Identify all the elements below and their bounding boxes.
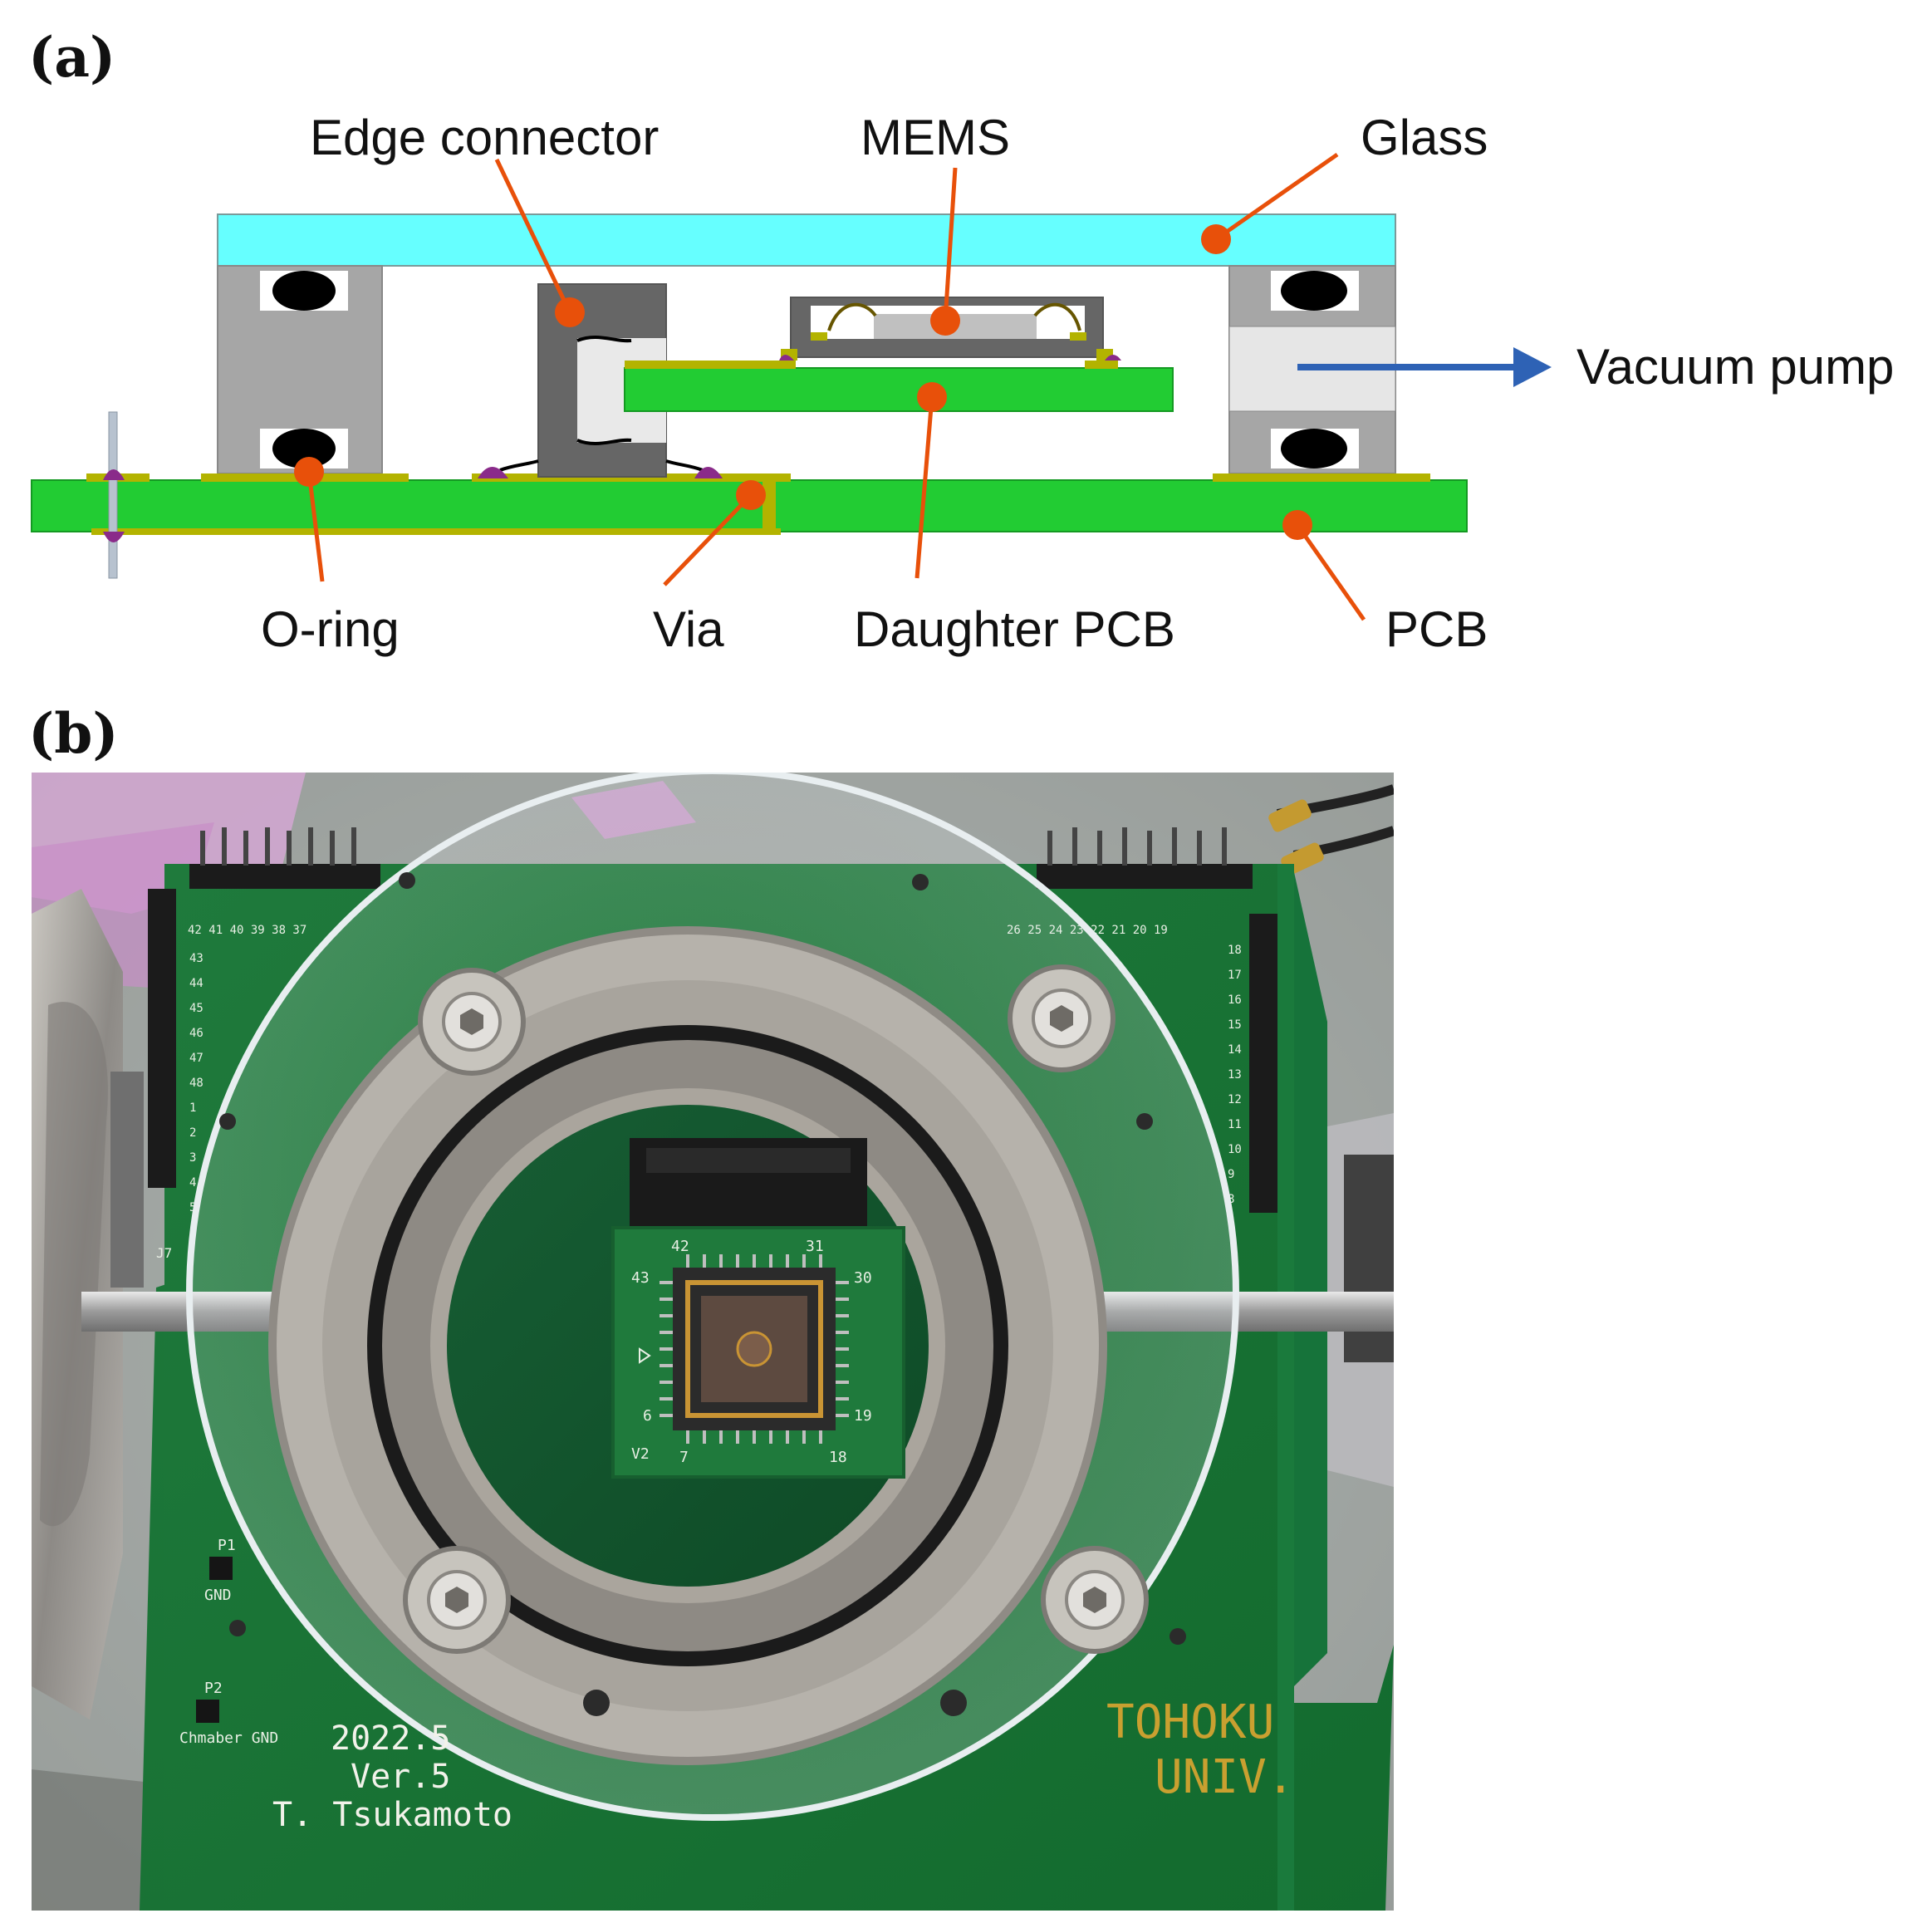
svg-text:Chmaber GND: Chmaber GND	[179, 1729, 278, 1747]
panel-b-label: (b)	[28, 701, 119, 766]
silk-university-1: TOHOKU	[1106, 1695, 1274, 1749]
svg-text:9: 9	[1228, 1168, 1234, 1181]
o-ring-bottom-right	[1281, 429, 1347, 468]
flange-holes	[219, 872, 1186, 1716]
svg-text:5: 5	[189, 1201, 196, 1214]
pin-header-top-right	[1037, 827, 1253, 889]
daughter-pcb-photo: 42 31 43 30 6 19 7 18 V2	[611, 1226, 905, 1479]
label-mems: MEMS	[861, 110, 1010, 165]
label-o-ring: O-ring	[261, 601, 400, 657]
pin-header-top-left	[189, 827, 380, 889]
svg-text:P1: P1	[218, 1537, 236, 1554]
silk-header-top-left: 42 41 40 39 38 37	[188, 924, 306, 937]
o-ring-top-left	[272, 271, 336, 311]
pin-header-right	[1249, 914, 1277, 1213]
silk-pin-43: 43	[631, 1269, 650, 1287]
photo: 42 41 40 39 38 37 26 25 24 23 22 21 20 1…	[32, 773, 1394, 1911]
vacuum-pump-arrow	[1297, 347, 1552, 387]
svg-text:GND: GND	[204, 1587, 232, 1604]
svg-text:1: 1	[189, 1101, 196, 1115]
o-ring-top-right	[1281, 271, 1347, 311]
silk-pin-31: 31	[806, 1238, 824, 1255]
silk-version: Ver.5	[351, 1758, 450, 1796]
pin-header-left	[148, 889, 176, 1188]
bolt-top-right	[1008, 964, 1116, 1072]
left-spacer	[217, 265, 383, 474]
svg-text:13: 13	[1228, 1068, 1242, 1082]
panel-a-label: (a)	[28, 25, 115, 90]
silk-pin-30: 30	[854, 1269, 872, 1287]
svg-text:2: 2	[189, 1126, 196, 1140]
silk-author: T. Tsukamoto	[272, 1796, 512, 1834]
panel-a: (a)	[28, 25, 1894, 657]
svg-text:45: 45	[189, 1002, 203, 1015]
svg-text:P2: P2	[204, 1680, 223, 1697]
leader-lines	[306, 152, 1366, 621]
silk-pin-7: 7	[679, 1449, 689, 1466]
silk-date: 2022.5	[331, 1719, 451, 1758]
silk-header-right: 18 17 16 15 14 13 12 11 10 9 8 7	[1228, 944, 1242, 1231]
svg-text:8: 8	[1228, 1193, 1234, 1206]
panel-b: (b)	[28, 701, 1394, 1911]
silk-daughter-v2: V2	[631, 1445, 650, 1463]
mems-die	[736, 1331, 772, 1367]
svg-text:16: 16	[1228, 993, 1242, 1007]
svg-text:44: 44	[189, 977, 203, 990]
svg-text:10: 10	[1228, 1143, 1242, 1156]
svg-text:48: 48	[189, 1077, 203, 1090]
via	[763, 477, 776, 535]
silk-j7: J7	[156, 1245, 172, 1261]
svg-text:12: 12	[1228, 1093, 1242, 1106]
label-vacuum-pump: Vacuum pump	[1576, 339, 1894, 395]
test-point-p1: P1 GND	[204, 1537, 236, 1604]
svg-text:11: 11	[1228, 1118, 1242, 1131]
silk-pin-18: 18	[829, 1449, 847, 1466]
svg-text:14: 14	[1228, 1043, 1242, 1057]
bolt-bottom-left	[403, 1546, 511, 1654]
o-ring-bottom-left	[272, 429, 336, 468]
bolt-bottom-right	[1041, 1546, 1149, 1654]
silk-university-2: UNIV.	[1155, 1750, 1295, 1804]
svg-text:18: 18	[1228, 944, 1242, 957]
silk-pin-6: 6	[643, 1407, 652, 1425]
bolt-top-left	[418, 968, 526, 1076]
silk-pin-42: 42	[671, 1238, 689, 1255]
glass-plate	[217, 213, 1396, 267]
svg-text:3: 3	[189, 1151, 196, 1165]
test-point-p2: P2 Chmaber GND	[179, 1680, 278, 1747]
svg-text:17: 17	[1228, 969, 1242, 982]
left-clamp	[32, 889, 144, 1719]
daughter-pcb	[624, 361, 1174, 412]
label-pcb: PCB	[1385, 601, 1488, 657]
silk-pin-19: 19	[854, 1407, 872, 1425]
label-daughter-pcb: Daughter PCB	[854, 601, 1175, 657]
svg-text:46: 46	[189, 1027, 203, 1040]
svg-text:4: 4	[189, 1176, 196, 1190]
chamber-gnd-pin	[108, 411, 118, 579]
svg-text:15: 15	[1228, 1018, 1242, 1032]
leader-dots	[294, 224, 1312, 540]
label-edge-connector: Edge connector	[310, 110, 659, 165]
label-glass: Glass	[1361, 110, 1488, 165]
label-via: Via	[653, 601, 724, 657]
svg-text:47: 47	[189, 1052, 203, 1065]
svg-text:43: 43	[189, 952, 203, 965]
